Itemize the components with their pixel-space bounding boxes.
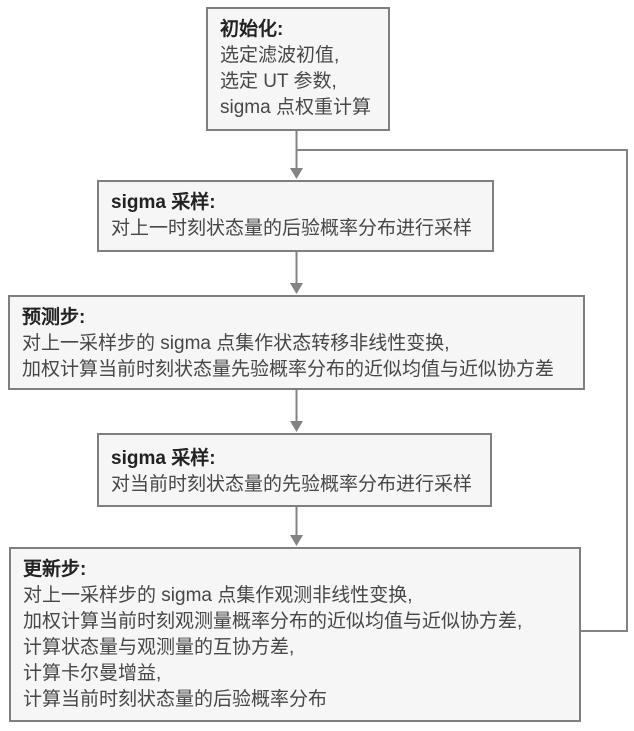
node-line: 对当前时刻状态量的先验概率分布进行采样 <box>111 474 473 495</box>
edge-update-feedback-loop <box>297 149 628 632</box>
node-line: sigma 点权重计算 <box>220 97 371 118</box>
node-line: 对上一采样步的 sigma 点集作状态转移非线性变换, <box>22 333 450 354</box>
flow-node-sigma-sample-2: sigma 采样: 对当前时刻状态量的先验概率分布进行采样 <box>97 433 492 507</box>
node-title: 更新步: <box>23 559 87 580</box>
node-title: 初始化: <box>220 19 284 40</box>
node-line: 对上一时刻状态量的后验概率分布进行采样 <box>111 218 473 239</box>
node-line: 计算状态量与观测量的互协方差, <box>23 637 295 658</box>
arrowhead-into-update <box>290 535 303 546</box>
node-title: sigma 采样: <box>111 192 216 213</box>
arrowhead-into-sigma1 <box>290 168 303 179</box>
flow-node-init: 初始化: 选定滤波初值, 选定 UT 参数, sigma 点权重计算 <box>206 7 390 131</box>
node-line: 加权计算当前时刻观测量概率分布的近似均值与近似协方差, <box>23 611 523 632</box>
node-line: 选定 UT 参数, <box>220 71 337 92</box>
node-line: 加权计算当前时刻状态量先验概率分布的近似均值与近似协方差 <box>22 359 555 380</box>
arrowhead-into-predict <box>290 283 303 294</box>
flow-node-sigma-sample-1: sigma 采样: 对上一时刻状态量的后验概率分布进行采样 <box>97 180 494 252</box>
node-line: 计算当前时刻状态量的后验概率分布 <box>23 689 328 710</box>
node-line: 对上一采样步的 sigma 点集作观测非线性变换, <box>23 585 413 606</box>
node-line: 选定滤波初值, <box>220 45 340 66</box>
node-title: sigma 采样: <box>111 448 216 469</box>
node-line: 计算卡尔曼增益, <box>23 663 162 684</box>
flow-node-update: 更新步: 对上一采样步的 sigma 点集作观测非线性变换, 加权计算当前时刻观… <box>9 547 581 722</box>
arrowhead-into-sigma2 <box>290 421 303 432</box>
node-title: 预测步: <box>22 307 86 328</box>
flow-node-predict: 预测步: 对上一采样步的 sigma 点集作状态转移非线性变换, 加权计算当前时… <box>8 295 585 390</box>
